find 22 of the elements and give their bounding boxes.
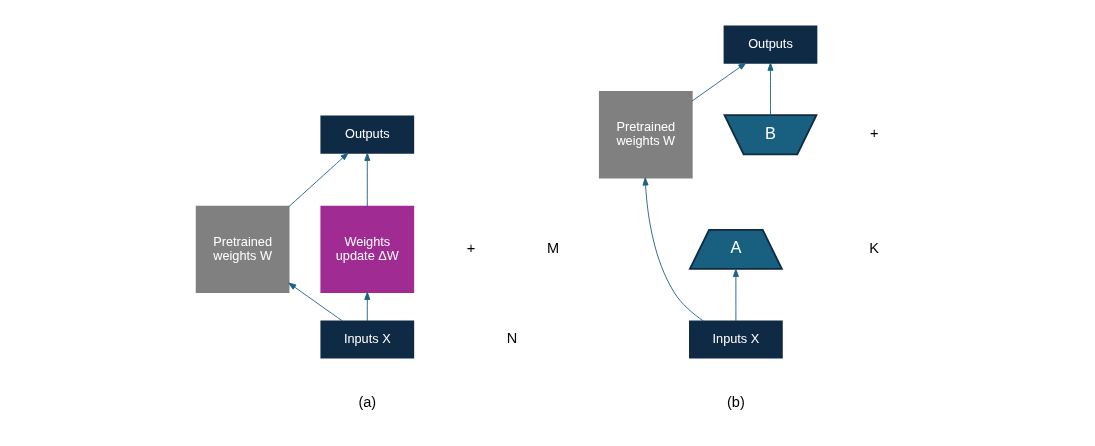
label: (a) xyxy=(358,393,377,410)
arrow xyxy=(364,152,371,207)
label: M xyxy=(546,239,560,256)
arrow xyxy=(732,268,739,322)
arrow xyxy=(288,282,344,322)
node-box: Pretrained weights W xyxy=(598,91,693,179)
arrow xyxy=(642,177,705,322)
arrow xyxy=(767,62,774,116)
node-box: Pretrained weights W xyxy=(195,205,290,294)
node-box: Outputs xyxy=(320,115,415,154)
label: (b) xyxy=(727,393,745,410)
label: + xyxy=(466,239,476,256)
label: N xyxy=(506,329,518,346)
node-box: Inputs X xyxy=(320,320,415,359)
label: + xyxy=(869,125,879,142)
node-box: Weights update ΔW xyxy=(320,205,415,294)
node-box: Inputs X xyxy=(689,320,783,359)
arrow xyxy=(288,152,349,208)
node-box: Outputs xyxy=(723,25,818,64)
arrow xyxy=(364,291,371,322)
label: K xyxy=(869,239,880,256)
arrow xyxy=(691,62,747,102)
